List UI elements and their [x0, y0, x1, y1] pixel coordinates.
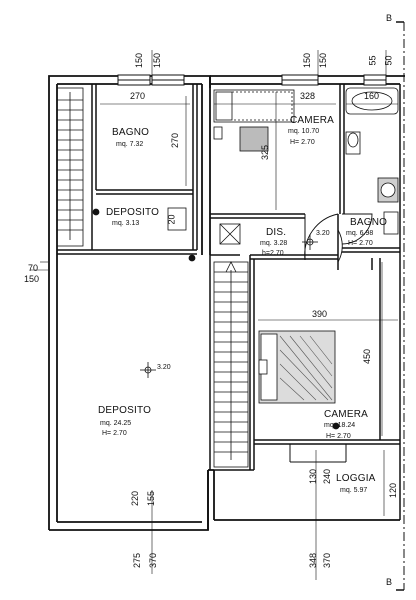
section-marker-bottom: B — [386, 577, 393, 587]
dis-elevation: 3.20 — [316, 230, 330, 237]
doors — [304, 213, 373, 263]
windows — [117, 74, 387, 86]
section-marker-top: B — [386, 13, 393, 23]
dim-bottom-220: 220 — [130, 490, 141, 507]
dim-top-150-a: 150 — [134, 52, 145, 69]
loggia-slab — [289, 444, 347, 463]
dim-loggia-240: 240 — [322, 468, 333, 485]
dim-camera-bottom-depth: 450 — [362, 348, 373, 365]
dim-loggia-120: 120 — [388, 482, 399, 499]
section-line — [396, 21, 405, 591]
dim-bottom-275: 275 — [132, 552, 143, 569]
dim-bottom-370-b: 370 — [322, 552, 333, 569]
dim-bagno-depth: 270 — [170, 132, 181, 149]
camera-top-area: mq. 10.70 — [288, 128, 320, 135]
dim-camera-bottom-width: 390 — [312, 309, 328, 319]
camera-top-height: H= 2.70 — [290, 139, 315, 146]
camera-bottom-height: H= 2.70 — [326, 433, 351, 440]
stairs-left — [56, 87, 84, 247]
dis-height: h=2.70 — [262, 250, 284, 257]
bed-bottom — [258, 330, 336, 404]
stairs-right — [213, 261, 249, 468]
dim-top-150-c: 150 — [302, 52, 313, 69]
camera-bottom-area: mq. 18.24 — [324, 422, 356, 429]
deposito-small-name: DEPOSITO — [106, 207, 160, 218]
bath-fixtures — [345, 87, 399, 235]
dimension-lines — [30, 50, 398, 580]
dim-bagno-right-width: 160 — [364, 91, 380, 101]
bagno-right-height: H= 2.70 — [348, 240, 373, 247]
loggia-area: mq. 5.97 — [340, 487, 368, 494]
dim-top-50: 50 — [383, 55, 394, 66]
dim-bagno-width: 270 — [130, 91, 146, 101]
deposito-large-name: DEPOSITO — [98, 405, 152, 416]
loggia-name: LOGGIA — [336, 473, 376, 484]
bagno-right-area: mq. 6.98 — [346, 230, 374, 237]
bagno-left-name: BAGNO — [112, 127, 150, 138]
camera-bottom-name: CAMERA — [324, 409, 368, 420]
dim-left-150: 150 — [24, 274, 40, 284]
bagno-right-name: BAGNO — [350, 217, 388, 228]
dim-top-55: 55 — [367, 55, 378, 66]
deposito-large-area: mq. 24.25 — [100, 420, 132, 427]
dim-loggia-130: 130 — [308, 468, 319, 485]
deposito-elevation: 3.20 — [157, 364, 171, 371]
dim-bottom-155: 155 — [146, 490, 157, 507]
dim-camera-depth: 325 — [260, 144, 271, 161]
dim-bottom-370-a: 370 — [148, 552, 159, 569]
dis-name: DIS. — [266, 227, 287, 238]
dim-top-150-b: 150 — [152, 52, 163, 69]
camera-top-name: CAMERA — [290, 115, 334, 126]
dim-left-70: 70 — [28, 263, 39, 273]
dim-top-150-d: 150 — [318, 52, 329, 69]
deposito-small-area: mq. 3.13 — [112, 220, 140, 227]
bed-top — [213, 89, 295, 152]
dim-camera-width: 328 — [300, 91, 316, 101]
dim-bottom-348: 348 — [308, 552, 319, 569]
dim-deposito-20: 20 — [166, 214, 177, 225]
interior-walls — [57, 84, 401, 520]
markers — [92, 207, 340, 430]
deposito-large-height: H= 2.70 — [102, 430, 127, 437]
bagno-left-area: mq. 7.32 — [116, 141, 144, 148]
dis-area: mq. 3.28 — [260, 240, 288, 247]
